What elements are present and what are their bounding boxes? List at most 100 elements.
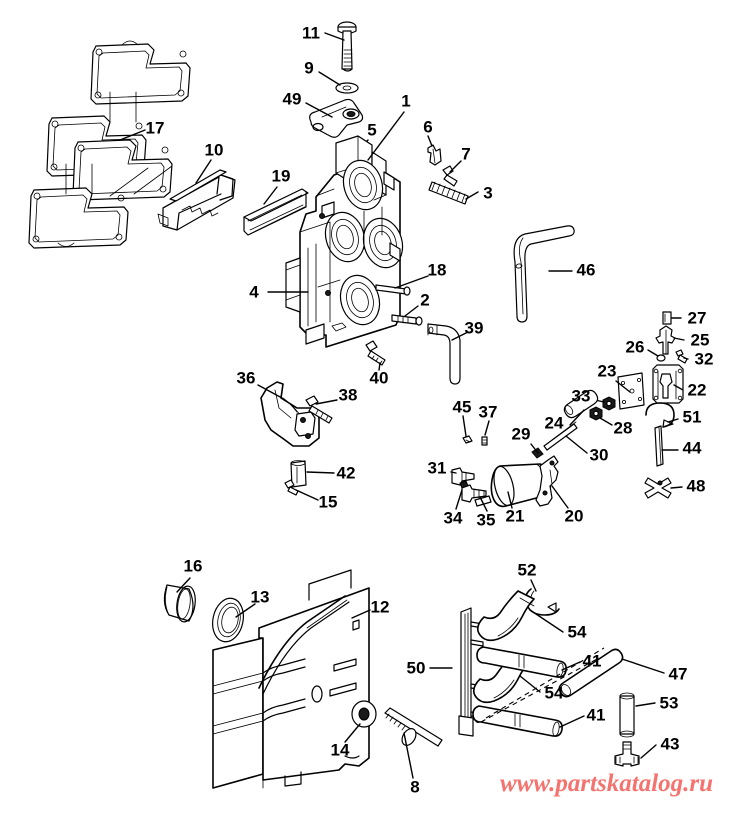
part-41-hose-straight-upper <box>476 646 567 678</box>
part-14-grommet-washer <box>351 700 377 728</box>
callout-19: 19 <box>271 166 291 186</box>
part-44-pin-long <box>654 425 664 467</box>
callout-8: 8 <box>410 777 420 797</box>
callout-7: 7 <box>461 144 471 164</box>
callout-51: 51 <box>682 407 702 427</box>
callout-50: 50 <box>406 658 426 678</box>
callout-54-a: 54 <box>567 622 587 642</box>
part-23-gasket-plate <box>617 372 645 410</box>
part-30-rod <box>543 421 578 451</box>
part-33-nut-hex-upper <box>602 396 616 411</box>
callout-6: 6 <box>423 117 433 137</box>
part-28-nut-hex <box>589 406 603 421</box>
callout-37: 37 <box>478 402 498 422</box>
part-24-sleeve <box>563 389 599 419</box>
part-27-cap <box>662 311 672 325</box>
callout-29: 29 <box>511 424 531 444</box>
callout-44: 44 <box>682 438 702 458</box>
part-47-tube <box>558 648 624 698</box>
callout-14: 14 <box>330 740 350 760</box>
part-39-hose-bent <box>427 323 461 385</box>
part-11-bolt-hex-head <box>337 21 357 72</box>
callout-13: 13 <box>250 587 270 607</box>
callout-27: 27 <box>687 308 707 328</box>
callout-33: 33 <box>571 386 591 406</box>
callout-16: 16 <box>183 556 203 576</box>
callout-23: 23 <box>597 361 617 381</box>
callout-46: 46 <box>576 260 596 280</box>
part-7-screw-small <box>442 165 458 187</box>
part-9-washer <box>335 82 359 94</box>
part-51-retaining-clip <box>645 402 675 428</box>
callout-41-a: 41 <box>582 651 602 671</box>
callout-35: 35 <box>476 510 496 530</box>
part-43-tee-fitting <box>614 741 640 767</box>
callout-36: 36 <box>236 368 256 388</box>
callout-21: 21 <box>505 506 525 526</box>
part-41-hose-straight-lower <box>472 705 563 737</box>
part-38-bolt-medium <box>305 395 333 424</box>
part-8-bolt-long <box>384 707 443 747</box>
callout-12: 12 <box>370 597 390 617</box>
callout-26: 26 <box>625 337 645 357</box>
callout-31: 31 <box>427 458 447 478</box>
callout-17: 17 <box>145 118 165 138</box>
callout-34: 34 <box>443 508 463 528</box>
callout-41-b: 41 <box>586 705 606 725</box>
part-36-throttle-lever-bracket <box>260 381 320 447</box>
callout-10: 10 <box>204 140 224 160</box>
callout-40: 40 <box>369 368 389 388</box>
callout-53: 53 <box>659 693 679 713</box>
part-4-carburetor-assembly <box>285 135 404 348</box>
callout-42: 42 <box>336 463 356 483</box>
callout-43: 43 <box>660 734 680 754</box>
part-20-bracket-hook <box>535 455 559 507</box>
part-6-clip <box>427 144 442 166</box>
callout-9: 9 <box>304 58 314 78</box>
part-34-terminal-lower <box>459 480 469 489</box>
part-16-bushing-ring <box>163 584 196 623</box>
callout-39: 39 <box>464 318 484 338</box>
callout-15: 15 <box>318 492 338 512</box>
part-31-connector-pin <box>451 467 475 486</box>
callout-22: 22 <box>687 380 707 400</box>
part-13-seal-ring <box>212 597 244 643</box>
callout-45: 45 <box>452 397 472 417</box>
part-26-ball <box>656 354 666 362</box>
part-48-clip-cross <box>644 477 672 499</box>
callout-11: 11 <box>302 23 320 43</box>
part-35-terminal-sleeve <box>461 484 487 503</box>
part-19-plate-gasket <box>243 188 309 236</box>
part-49-lever-arm <box>309 98 364 138</box>
part-22-fuel-pump-body <box>652 364 684 404</box>
part-15-screw-tiny <box>284 479 299 496</box>
callout-30: 30 <box>589 445 609 465</box>
callout-3: 3 <box>483 183 493 203</box>
part-10-reed-block <box>157 169 236 231</box>
part-45-screw-micro-left <box>462 435 473 444</box>
part-3-spring <box>428 181 469 205</box>
part-17-gasket-stack <box>28 40 191 249</box>
part-25-valve-stem <box>655 325 676 355</box>
callout-20: 20 <box>564 506 584 526</box>
callout-48: 48 <box>686 476 706 496</box>
part-40-bolt-lower <box>365 340 386 366</box>
callout-4: 4 <box>249 282 259 302</box>
callout-1: 1 <box>401 91 411 111</box>
callout-32: 32 <box>694 349 714 369</box>
part-2-jet-screw-lower <box>391 314 423 326</box>
part-37-screw-short <box>481 436 488 446</box>
callout-38: 38 <box>338 385 358 405</box>
part-54-hose-elbow-upper <box>476 590 535 642</box>
site-watermark: www.partskatalog.ru <box>500 770 714 797</box>
callout-52: 52 <box>517 560 537 580</box>
callout-5: 5 <box>367 120 377 140</box>
part-32-screw-micro <box>675 349 688 364</box>
callout-49: 49 <box>282 89 302 109</box>
part-42-roller-bushing <box>290 460 307 488</box>
callout-2: 2 <box>420 290 430 310</box>
callout-47: 47 <box>668 664 688 684</box>
callout-54-b: 54 <box>544 683 564 703</box>
